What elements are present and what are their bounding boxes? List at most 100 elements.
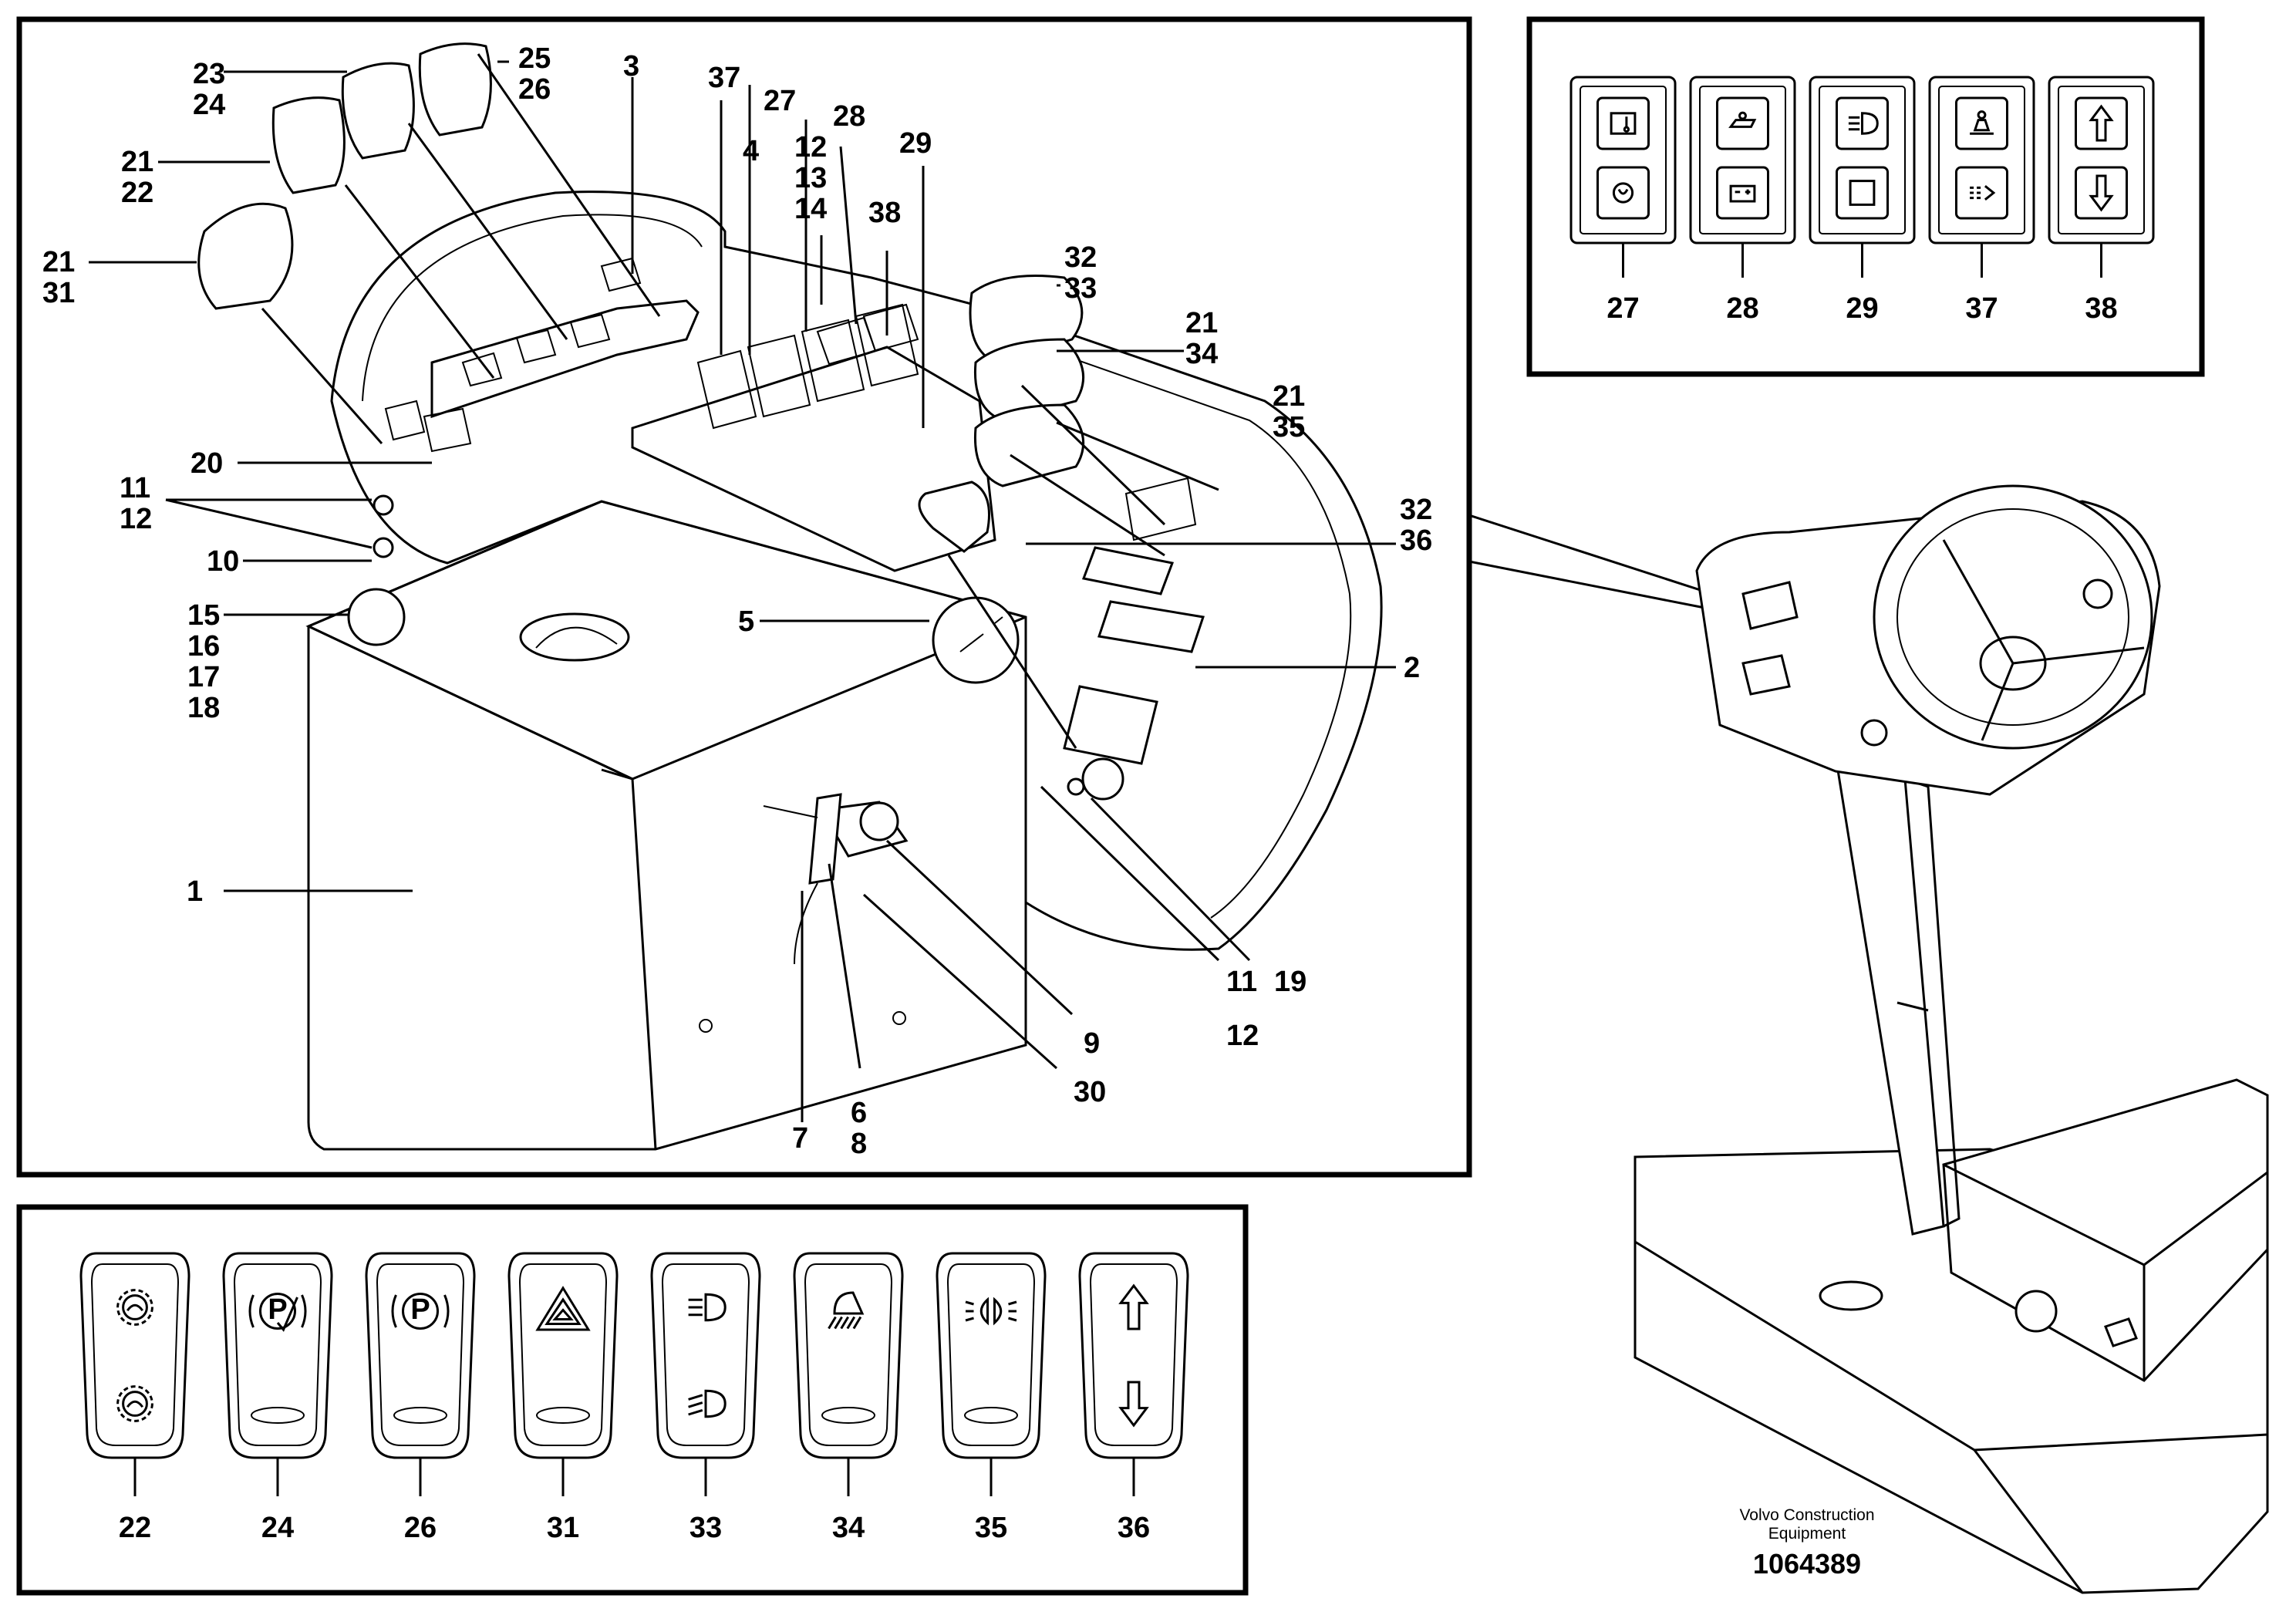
svg-text:P: P <box>410 1293 430 1326</box>
callout-23: 23 <box>193 58 225 90</box>
rocker-switch-24: P24 <box>222 1252 333 1544</box>
indicator-window <box>393 1407 447 1424</box>
callout-31: 31 <box>42 277 75 309</box>
arrow-down-icon <box>1118 1381 1149 1428</box>
gear-low-range-icon <box>116 1385 153 1422</box>
callout-21: 21 <box>1185 307 1218 339</box>
callout-labels: 23 24 25 26 21 22 21 31 3 37 27 4 28 12 … <box>42 42 1432 1160</box>
switch-body <box>650 1252 761 1459</box>
callout-21: 21 <box>1273 380 1305 413</box>
svg-text:P: P <box>268 1293 287 1326</box>
main-detail-frame <box>16 16 1472 1178</box>
callout-28: 28 <box>833 100 865 133</box>
indicator-panel-frame <box>1526 16 2205 377</box>
switch-face <box>518 1263 608 1446</box>
callout-3: 3 <box>623 50 639 83</box>
indicator-label: 29 <box>1846 292 1878 325</box>
indicator-label: 38 <box>2085 292 2117 325</box>
switch-body <box>79 1252 190 1459</box>
callout-20: 20 <box>190 447 223 480</box>
machine-overview-drawing <box>1468 484 2269 1594</box>
callout-12: 12 <box>120 503 152 535</box>
indicator-lamp-29: 29 <box>1809 76 1916 325</box>
indicator-window <box>251 1407 305 1424</box>
callout-36: 36 <box>1400 524 1432 557</box>
callout-1: 1 <box>187 875 203 908</box>
hazard-warning-icon <box>535 1286 591 1331</box>
lamp-bezel <box>1819 86 1906 234</box>
switch-face <box>804 1263 893 1446</box>
callout-21: 21 <box>121 146 153 178</box>
callout-12: 12 <box>794 131 827 164</box>
engine-preheat-icon <box>1596 166 1650 220</box>
publisher-name-line1: Volvo Construction <box>1739 1506 1874 1524</box>
switch-label: 26 <box>404 1512 437 1544</box>
callout-21: 21 <box>42 246 75 278</box>
callout-11: 11 <box>120 472 150 504</box>
switch-label: 33 <box>689 1512 722 1544</box>
callout-30: 30 <box>1074 1076 1106 1108</box>
callout-32: 32 <box>1064 241 1097 274</box>
seat-operator-icon <box>1955 96 2008 150</box>
leader-lines <box>89 53 1396 1122</box>
low-beam-icon <box>688 1389 727 1418</box>
indicator-lamp-28: 28 <box>1689 76 1796 325</box>
battery-charge-icon <box>1716 166 1769 220</box>
callout-32: 32 <box>1400 494 1432 526</box>
switch-face <box>661 1263 750 1446</box>
callout-12: 12 <box>1226 1020 1259 1052</box>
rocker-switch-36: 36 <box>1078 1252 1189 1544</box>
water-spray-icon <box>1955 166 2008 220</box>
coolant-temp-icon <box>1596 96 1650 150</box>
callout-9: 9 <box>1084 1027 1100 1060</box>
callout-15: 15 <box>187 599 220 632</box>
switch-body <box>793 1252 904 1459</box>
oil-pressure-icon <box>1716 96 1769 150</box>
rocker-switch-35: 35 <box>936 1252 1047 1544</box>
switch-label: 35 <box>975 1512 1007 1544</box>
callout-5: 5 <box>738 605 754 638</box>
callout-27: 27 <box>764 85 796 117</box>
callout-34: 34 <box>1185 338 1218 370</box>
arrow-down-icon <box>2075 166 2128 220</box>
callout-24: 24 <box>193 89 225 121</box>
callout-38: 38 <box>868 197 901 229</box>
indicator-window <box>536 1407 590 1424</box>
callout-13: 13 <box>794 162 827 194</box>
switch-body <box>222 1252 333 1459</box>
switch-label: 34 <box>832 1512 865 1544</box>
switch-face <box>1089 1263 1178 1446</box>
rocker-switch-22: 22 <box>79 1252 190 1544</box>
callout-35: 35 <box>1273 411 1305 443</box>
callout-17: 17 <box>187 661 220 693</box>
callout-22: 22 <box>121 177 153 209</box>
lamp-bezel <box>1938 86 2025 234</box>
gear-high-range-icon <box>116 1289 153 1326</box>
switch-label: 36 <box>1118 1512 1150 1544</box>
headlight-high-beam-icon <box>1836 96 1889 150</box>
indicator-label: 37 <box>1965 292 1998 325</box>
indicator-lamp-37: 37 <box>1928 76 2035 325</box>
callout-8: 8 <box>851 1128 867 1160</box>
callout-7: 7 <box>792 1122 808 1155</box>
indicator-window <box>964 1407 1018 1424</box>
dashboard-console-drawing <box>197 42 1383 1151</box>
switch-face <box>376 1263 465 1446</box>
indicator-lamp-38: 38 <box>2048 76 2155 325</box>
document-number: 1064389 <box>1753 1548 1861 1580</box>
callout-14: 14 <box>794 193 827 225</box>
high-beam-icon <box>688 1293 727 1322</box>
callout-2: 2 <box>1404 652 1420 684</box>
switch-body <box>1078 1252 1189 1459</box>
arrow-up-icon <box>2075 96 2128 150</box>
blank-lamp-icon <box>1836 166 1889 220</box>
work-light-icon <box>828 1291 865 1330</box>
callout-26: 26 <box>518 73 551 106</box>
indicator-window <box>821 1407 875 1424</box>
callout-16: 16 <box>187 630 220 663</box>
switch-face <box>233 1263 322 1446</box>
callout-10: 10 <box>207 545 239 578</box>
parking-brake-icon: P <box>391 1293 450 1330</box>
